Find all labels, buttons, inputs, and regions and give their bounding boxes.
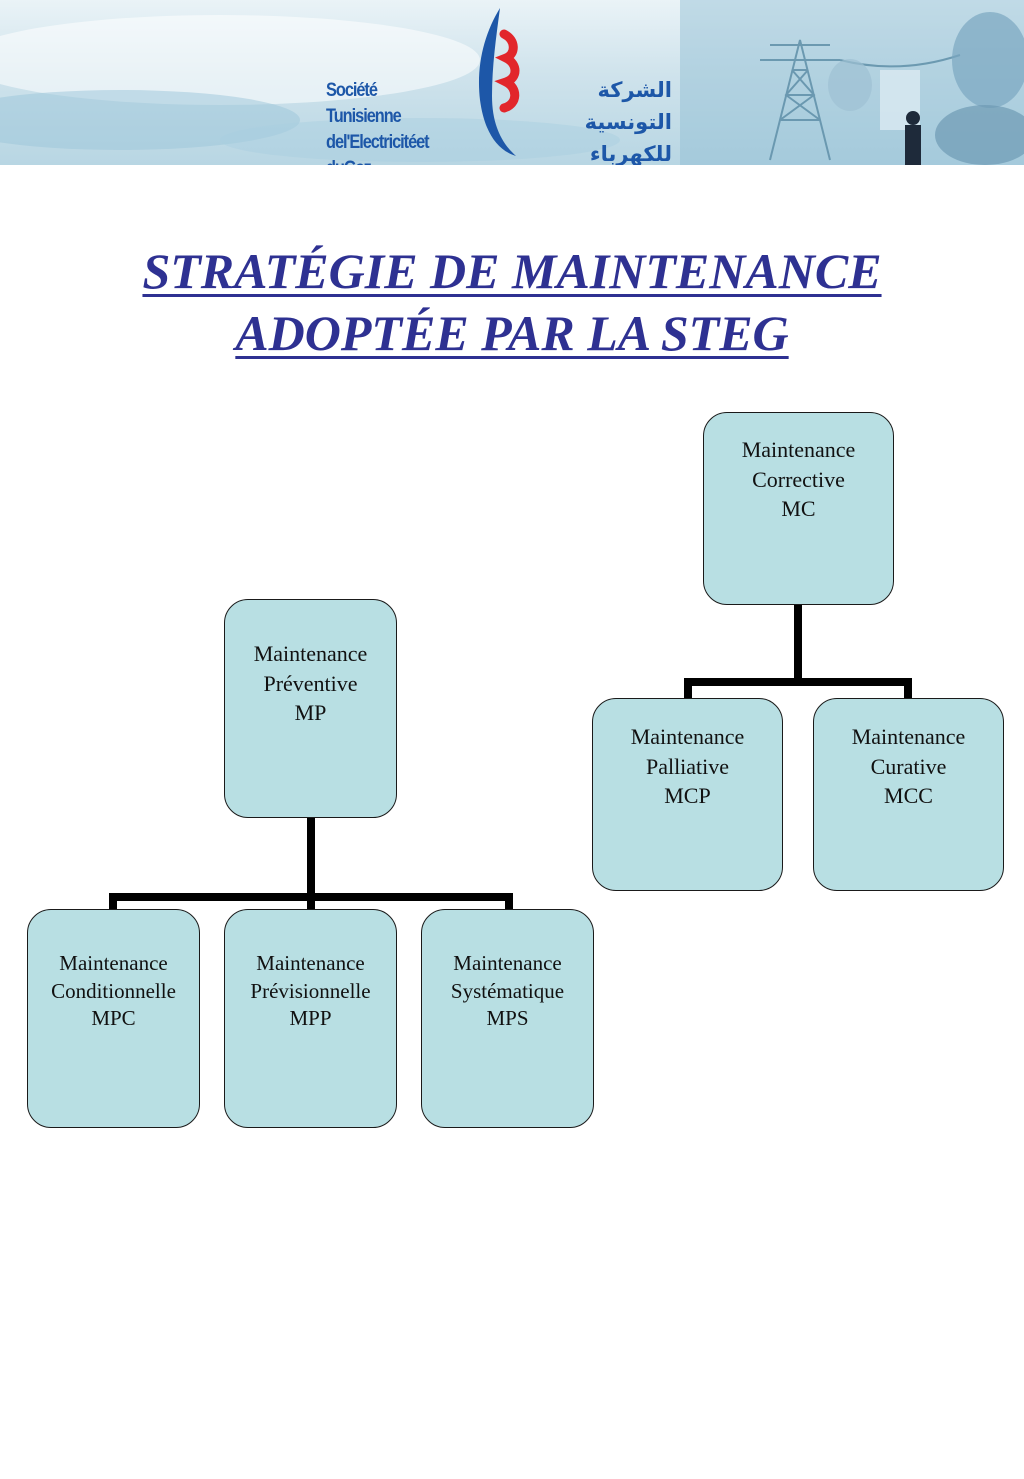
node-mpc-line1: Maintenance [59,951,168,976]
company-name-french: Société Tunisienne del'Electricitéet duG… [326,78,446,165]
node-maintenance-systematique: Maintenance Systématique MPS [421,909,594,1128]
company-name-french-line1: Société Tunisienne [326,80,402,127]
node-mps-line1: Maintenance [453,951,562,976]
node-maintenance-corrective: Maintenance Corrective MC [703,412,894,605]
page-title-line1: STRATÉGIE DE MAINTENANCE [142,243,882,299]
page-title: STRATÉGIE DE MAINTENANCE ADOPTÉE PAR LA … [0,240,1024,364]
node-mcp-line3: MCP [664,783,711,809]
node-mps-line2: Systématique [450,978,565,1003]
node-maintenance-palliative: Maintenance Palliative MCP [592,698,783,891]
node-maintenance-conditionnelle: Maintenance Conditionnelle MPC [27,909,200,1128]
node-mpp-line1: Maintenance [256,951,365,976]
header-banner: Société Tunisienne del'Electricitéet duG… [0,0,1024,165]
child-face-shape [952,12,1024,108]
node-mps-line3: MPS [486,1006,529,1031]
node-mpp-line3: MPP [289,1006,332,1031]
power-pylon-icon [760,39,961,161]
worker-head [906,111,920,125]
company-name-french-line2: del'Electricitéet duGaz [326,132,430,165]
node-maintenance-curative: Maintenance Curative MCC [813,698,1004,891]
steg-logo-icon [478,8,520,156]
node-mcc-line3: MCC [884,783,933,809]
node-mcp-line1: Maintenance [630,724,745,750]
node-mp-line3: MP [294,700,327,726]
company-name-arabic-line1: الشركة التونسية [584,78,672,134]
node-mcc-line1: Maintenance [851,724,966,750]
node-mp-line2: Préventive [263,670,358,696]
node-mc-line3: MC [781,496,816,522]
node-maintenance-previsionnelle: Maintenance Prévisionnelle MPP [224,909,397,1128]
node-mpc-line3: MPC [91,1006,136,1031]
company-name-arabic-line2: للكهرباء والغاز [589,142,672,165]
company-name-arabic: الشركة التونسية للكهرباء والغاز [532,74,672,165]
node-mc-line2: Corrective [752,466,845,492]
page-title-line2: ADOPTÉE PAR LA STEG [235,305,789,361]
node-mcp-line2: Palliative [645,753,730,779]
node-maintenance-preventive: Maintenance Préventive MP [224,599,397,818]
node-mpp-line2: Prévisionnelle [250,978,371,1003]
node-mcc-line2: Curative [870,753,947,779]
node-mc-line1: Maintenance [741,437,856,463]
node-mp-line1: Maintenance [253,641,368,667]
node-mpc-line2: Conditionnelle [51,978,176,1003]
banner-background [0,0,1024,165]
worker-silhouette [905,125,921,165]
